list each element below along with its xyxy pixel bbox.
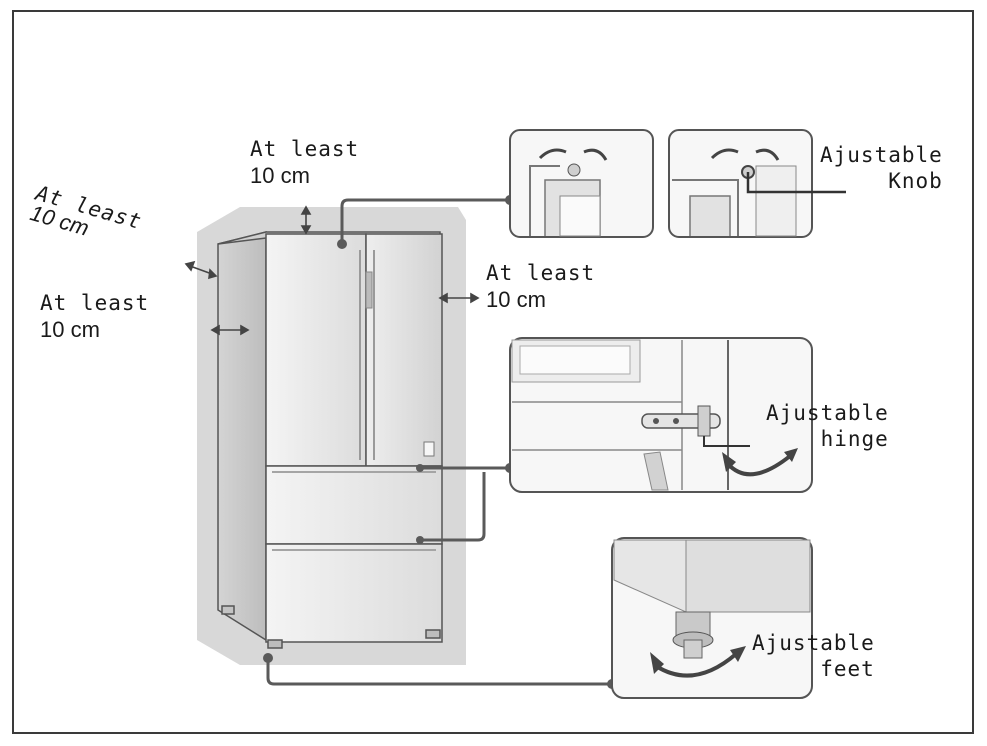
hinge-detail <box>509 337 813 493</box>
right-door <box>365 233 443 467</box>
left-door <box>265 233 367 467</box>
top-clearance-label: At least 10 cm <box>250 137 360 189</box>
knob-detail-left <box>509 129 654 238</box>
hinge-callout-label: Ajustable hinge <box>766 401 889 452</box>
upper-drawer <box>265 465 443 545</box>
feet-detail <box>611 537 813 699</box>
clearance-arrows <box>184 205 480 336</box>
lower-drawer <box>265 543 443 643</box>
left-clearance-label: At least 10 cm <box>40 291 150 343</box>
feet-callout-label: Ajustable feet <box>752 631 875 682</box>
leader-lines <box>266 198 612 686</box>
knob-detail-right <box>668 129 846 238</box>
knob-callout-label: Ajustable Knob <box>820 143 943 194</box>
diagram-frame <box>12 10 974 734</box>
right-clearance-label: At least 10 cm <box>486 261 596 313</box>
refrigerator <box>217 231 443 649</box>
